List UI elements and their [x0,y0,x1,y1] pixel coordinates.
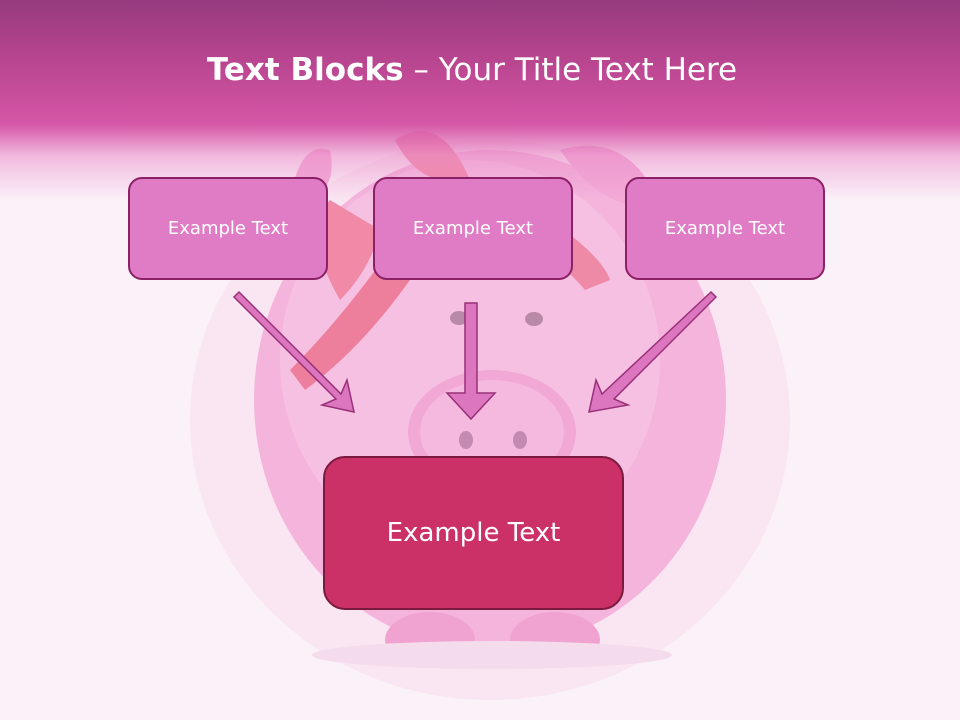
title-rest: Your Title Text Here [438,52,738,88]
text-block-3[interactable]: Example Text [625,177,825,280]
text-block-label: Example Text [664,218,786,239]
arrow-down-icon [445,302,497,421]
target-text-block[interactable]: Example Text [323,456,624,610]
arrow-down-right-icon [232,290,355,413]
slide-title: Text Blocks – Your Title Text Here [0,52,944,88]
title-bold: Text Blocks [206,52,404,88]
text-block-2[interactable]: Example Text [373,177,573,280]
title-separator: – [403,52,439,88]
text-block-label: Example Text [167,218,289,239]
text-block-1[interactable]: Example Text [128,177,328,280]
arrow-down-left-icon [588,290,718,413]
text-block-label: Example Text [412,218,534,239]
header-band [0,0,960,200]
target-text-block-label: Example Text [386,518,561,548]
